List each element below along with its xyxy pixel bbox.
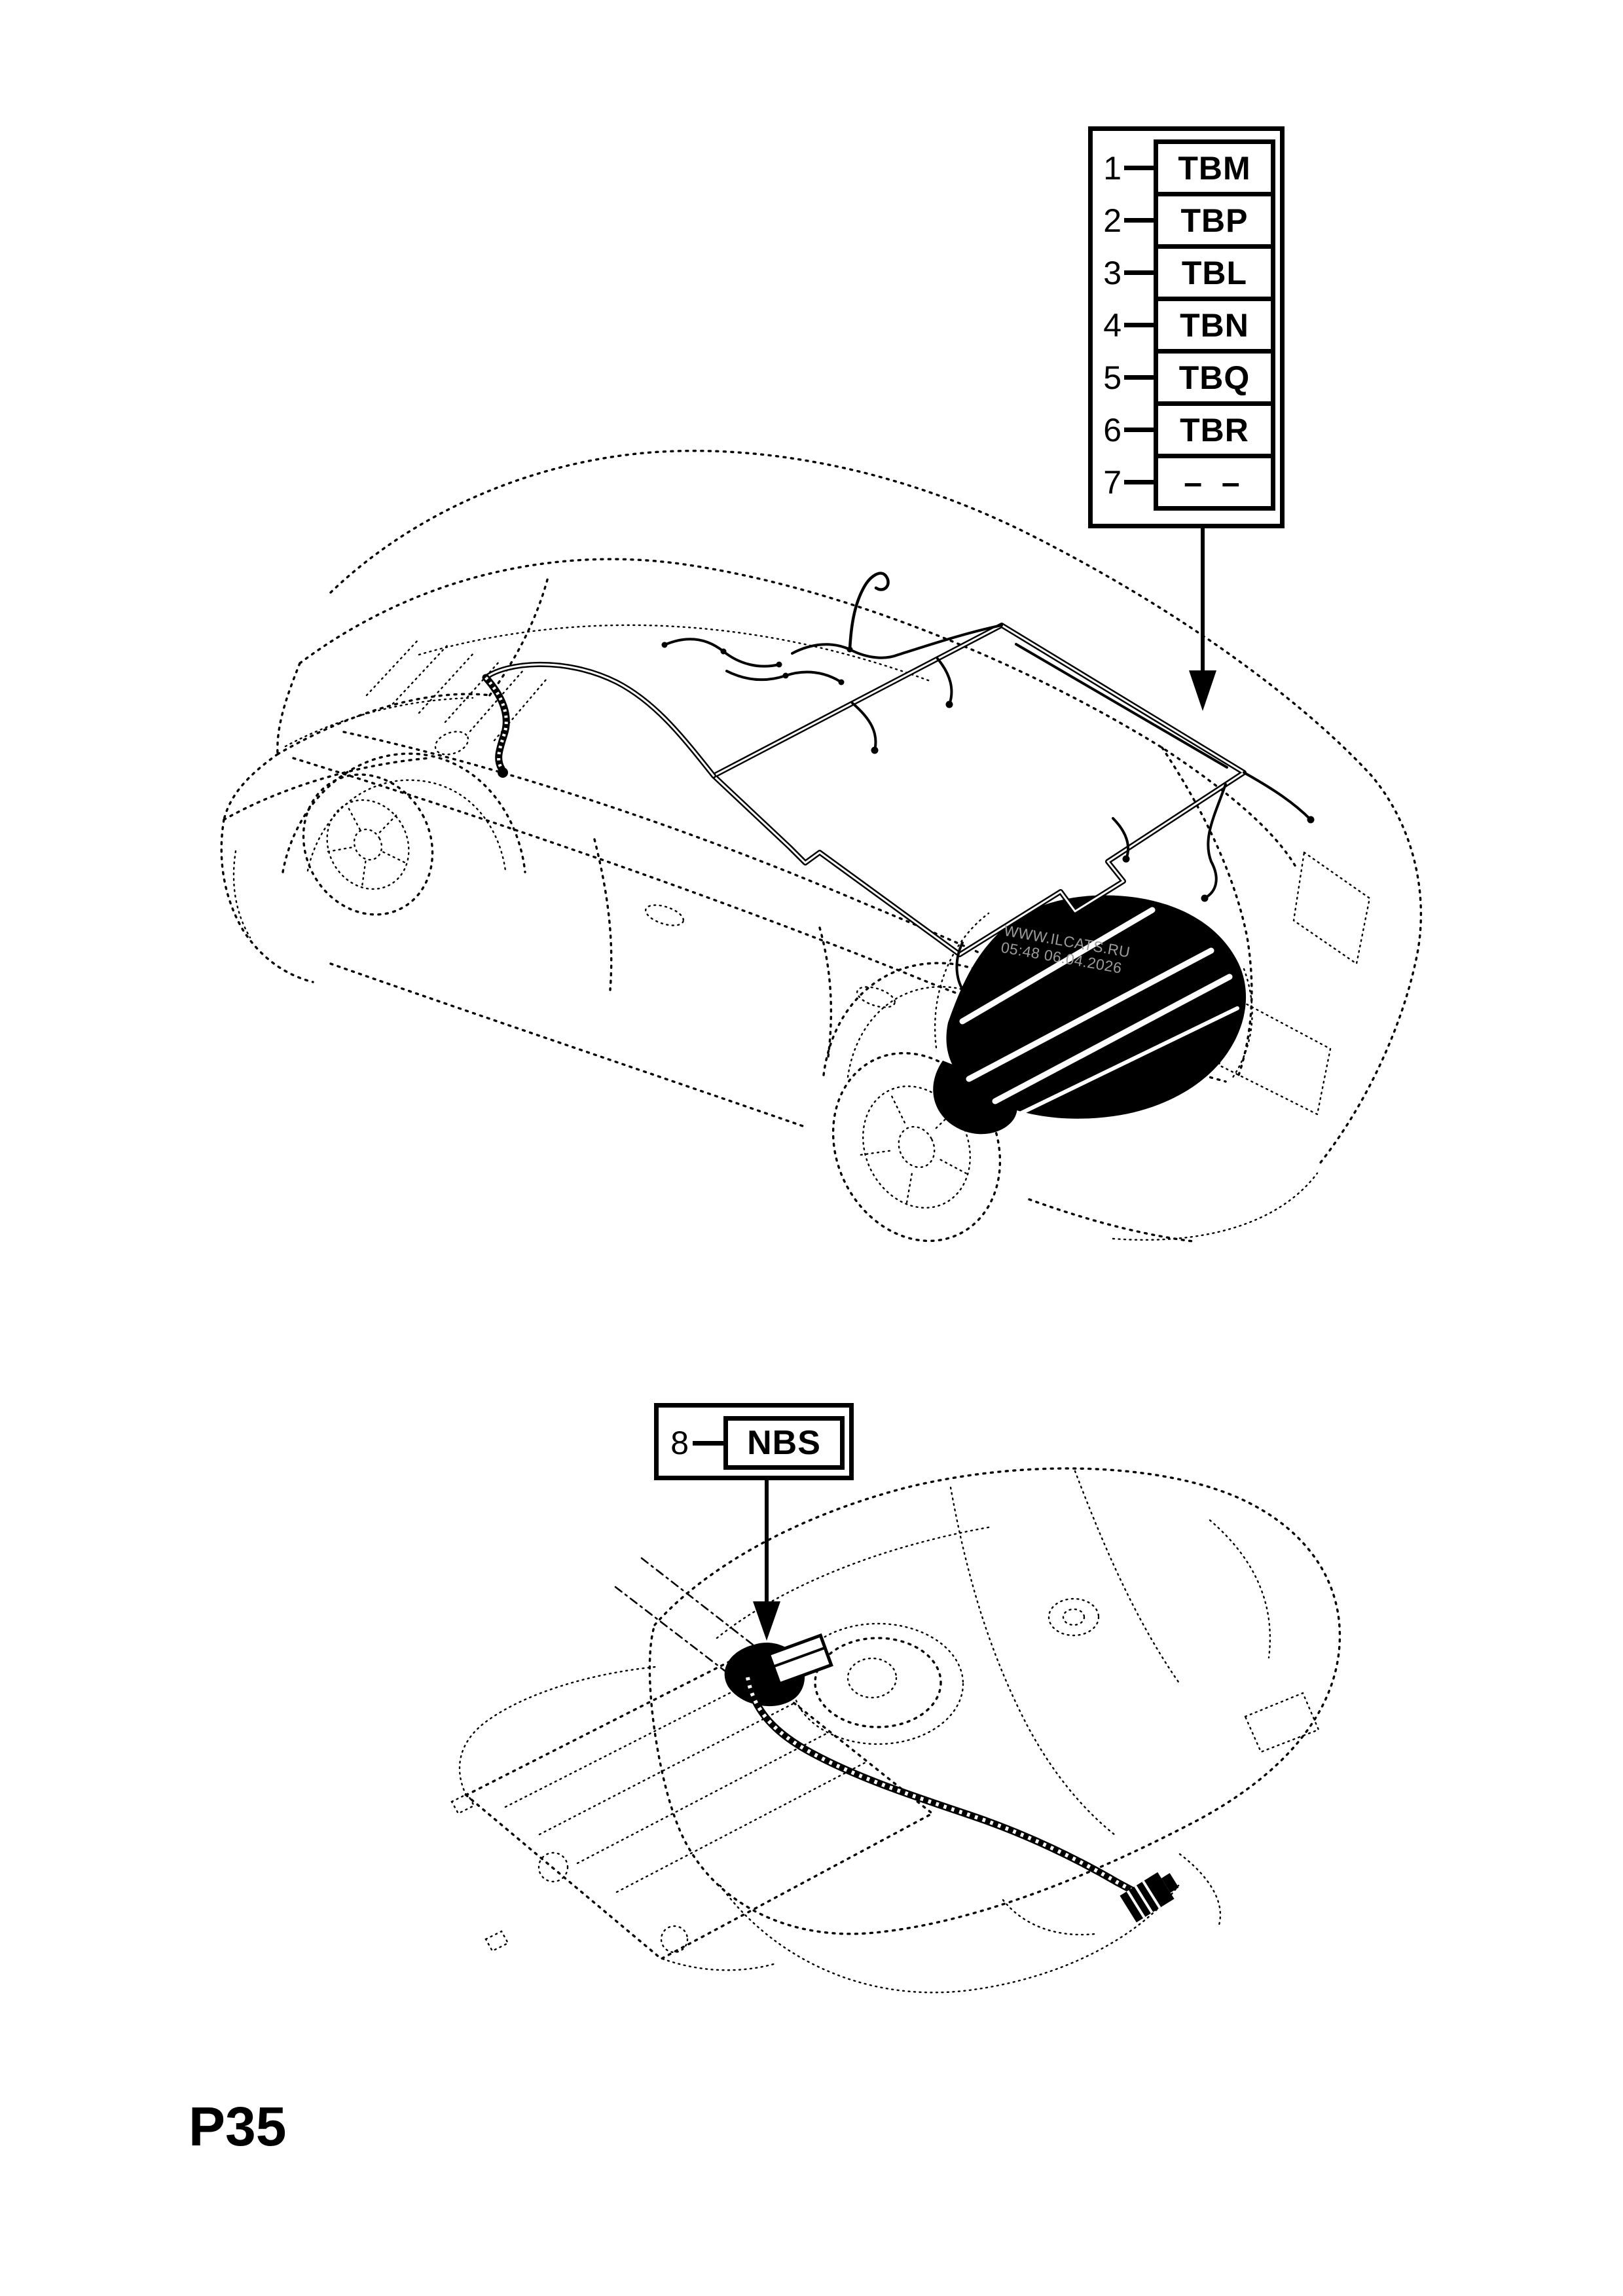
harness-code-box-tbq[interactable]: TBQ [1154, 349, 1275, 406]
harness-code-box-blank[interactable]: – – [1154, 454, 1275, 511]
legend-tick [1124, 166, 1154, 170]
windshield-hatching [365, 638, 548, 742]
fuel-harness-legend: 8 NBS [654, 1403, 854, 1480]
legend-item-number: 5 [1103, 359, 1122, 396]
legend-tick [1124, 480, 1154, 484]
legend-item-number: 1 [1103, 150, 1122, 187]
pump-connector [767, 1633, 833, 1686]
roof-harness-callout-arrow [1189, 528, 1216, 711]
roof-harness-legend: 1 TBM 2 TBP 3 TBL 4 TBN 5 TBQ 6 TBR 7 – … [1088, 126, 1285, 528]
legend-tick [1124, 218, 1154, 223]
legend-tick [1124, 323, 1154, 327]
legend-item-number: 6 [1103, 412, 1122, 448]
legend-item-number: 3 [1103, 255, 1122, 291]
legend-item-number: 2 [1103, 202, 1122, 239]
legend-tick [1124, 375, 1154, 380]
legend-tick [693, 1441, 723, 1446]
harness-code-box-tbp[interactable]: TBP [1154, 192, 1275, 249]
fuel-tank-figure [450, 1467, 1341, 1994]
harness-code-box-tbr[interactable]: TBR [1154, 401, 1275, 458]
legend-item-number: 7 [1103, 464, 1122, 501]
harness-code-box-tbm[interactable]: TBM [1154, 139, 1275, 196]
car-figure [220, 449, 1423, 1243]
legend-tick [1124, 428, 1154, 432]
trunk-interior-shading [933, 895, 1253, 1135]
harness-code-box-tbn[interactable]: TBN [1154, 297, 1275, 354]
front-wheel [302, 773, 434, 916]
harness-code-box-nbs[interactable]: NBS [723, 1416, 845, 1470]
harness-end-connector [1120, 1872, 1179, 1923]
fuel-harness [724, 1633, 1179, 1923]
legend-item-number: 8 [670, 1425, 689, 1461]
fuel-harness-callout-arrow [753, 1480, 780, 1641]
page-number: P35 [189, 2096, 287, 2157]
header-branches [661, 572, 1003, 685]
harness-code-box-tbl[interactable]: TBL [1154, 244, 1275, 301]
legend-item-number: 4 [1103, 307, 1122, 344]
legend-tick [1124, 270, 1154, 275]
heat-shield [450, 1656, 935, 1971]
roof-harness [482, 572, 1315, 999]
